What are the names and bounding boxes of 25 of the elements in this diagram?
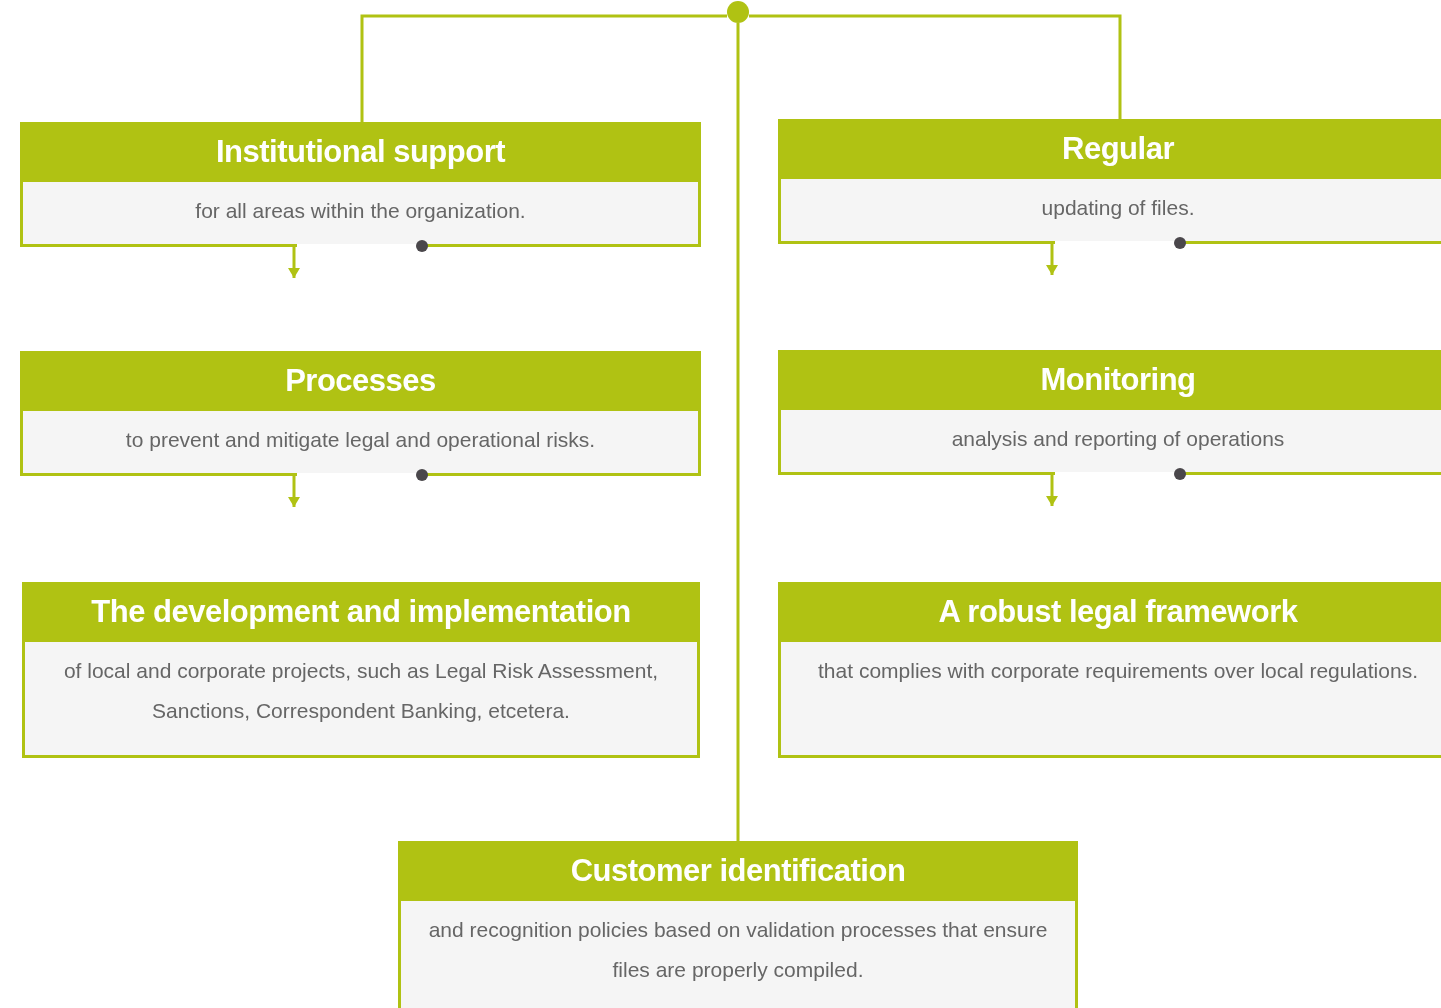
arrow (288, 473, 300, 507)
card-description: analysis and reporting of operations (950, 426, 1286, 452)
card-description: to prevent and mitigate legal and operational risks. (124, 427, 597, 453)
card-description: for all areas within the organization. (194, 198, 527, 224)
arrow (288, 244, 300, 278)
info-card (778, 582, 1441, 758)
card-title: Institutional support (20, 122, 701, 182)
junction-dot (727, 1, 749, 23)
card-description: and recognition policies based on validation processes that ensure files are properly compiled. (427, 917, 1049, 983)
info-card (22, 582, 700, 758)
info-card (398, 841, 1078, 1008)
arrow (1046, 241, 1058, 275)
card-description: of local and corporate projects, such as Legal Risk Assessment, Sanctions, Correspondent Banking, etcetera. (62, 658, 660, 724)
card-description: that complies with corporate requirements over local regulations. (817, 658, 1419, 684)
card-title: The development and implementation (22, 582, 700, 642)
card-title: Processes (20, 351, 701, 411)
card-title: Monitoring (778, 350, 1441, 410)
card-title: Customer identification (398, 841, 1078, 901)
connector-line (749, 14, 1122, 119)
arrow (1046, 472, 1058, 506)
card-title: A robust legal framework (778, 582, 1441, 642)
connector-line (360, 14, 727, 122)
card-description: updating of files. (1040, 195, 1196, 221)
card-title: Regular (778, 119, 1441, 179)
connector-line (736, 23, 740, 841)
